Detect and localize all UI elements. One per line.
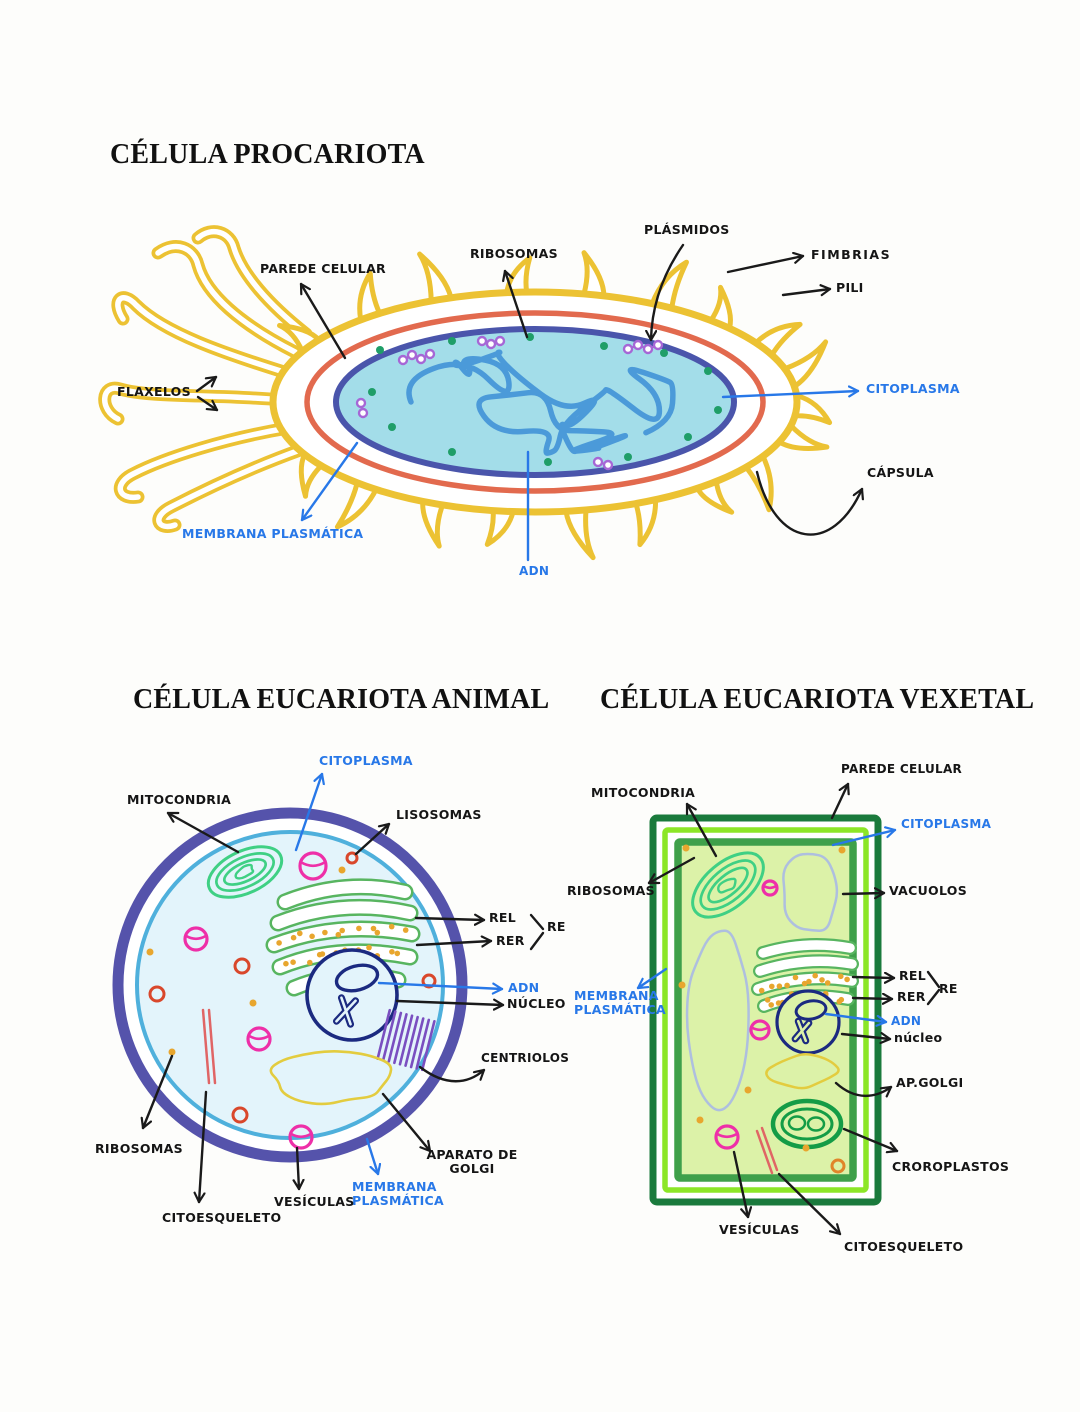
label-animal-vesiculas: VESÍCULAS — [274, 1194, 355, 1209]
label-plant-membrana-plasmatica: MEMBRANA PLASMÁTICA — [574, 988, 666, 1018]
label-animal-ribosomas: RIBOSOMAS — [95, 1141, 183, 1156]
label-animal-aparato-golgi: APARATO DE GOLGI — [426, 1147, 518, 1177]
plant-cell-title: CÉLULA EUCARIOTA VEXETAL — [600, 684, 1035, 715]
label-plant-re: RE — [939, 981, 958, 996]
label-plant-ribosomas: RIBOSOMAS — [567, 883, 655, 898]
label-animal-lisosomas: LISOSOMAS — [396, 807, 482, 822]
label-prok-parede-celular: PAREDE CELULAR — [260, 261, 386, 276]
label-animal-rel: REL — [489, 910, 517, 925]
label-prok-adn: ADN — [519, 564, 550, 578]
label-prok-plasmidos: PLÁSMIDOS — [644, 222, 730, 237]
label-prok-citoplasma: CITOPLASMA — [866, 381, 960, 396]
label-plant-citoplasma: CITOPLASMA — [901, 817, 992, 831]
label-animal-rer: RER — [496, 933, 525, 948]
label-animal-membrana-plasmatica: MEMBRANA PLASMÁTICA — [352, 1179, 444, 1209]
animal-cell-drawing — [112, 807, 468, 1163]
label-prok-pili: PILI — [836, 280, 864, 295]
label-plant-parede-celular: PAREDE CELULAR — [841, 762, 963, 776]
label-animal-adn: ADN — [508, 980, 540, 995]
label-prok-fimbrias: FIMBRIAS — [811, 247, 892, 262]
label-animal-mitocondria: MITOCONDRIA — [127, 792, 232, 807]
prokaryote-cell-drawing — [98, 225, 833, 561]
label-plant-citoesqueleto: CITOESQUELETO — [844, 1239, 964, 1254]
annotation-arrows — [143, 243, 941, 1236]
label-plant-rel: REL — [899, 968, 927, 983]
label-plant-mitocondria: MITOCONDRIA — [591, 785, 696, 800]
label-plant-croroplastos: CROROPLASTOS — [892, 1159, 1010, 1174]
label-plant-ap-golgi: AP.GOLGI — [896, 1075, 964, 1090]
label-animal-centriolos: CENTRIOLOS — [481, 1051, 570, 1065]
label-prok-ribosomas: RIBOSOMAS — [470, 246, 558, 261]
label-prok-capsula: CÁPSULA — [867, 465, 934, 480]
animal-cell-title: CÉLULA EUCARIOTA ANIMAL — [133, 684, 550, 715]
label-animal-nucleo: NÚCLEO — [507, 996, 566, 1011]
label-animal-citoesqueleto: CITOESQUELETO — [162, 1210, 282, 1225]
label-prok-flaxelos: FLAXELOS — [117, 384, 191, 399]
prokaryote-title: CÉLULA PROCARIOTA — [110, 139, 425, 170]
label-prok-membrana-plasmatica: MEMBRANA PLASMÁTICA — [182, 526, 364, 541]
label-plant-rer: RER — [897, 989, 926, 1004]
label-plant-adn: ADN — [891, 1014, 922, 1028]
label-plant-vacuolos: VACUOLOS — [889, 883, 967, 898]
plant-cell-drawing — [649, 814, 882, 1206]
label-plant-nucleo: núcleo — [894, 1030, 943, 1045]
label-animal-citoplasma: CITOPLASMA — [319, 753, 413, 768]
label-plant-vesiculas: VESÍCULAS — [719, 1222, 800, 1237]
label-animal-re: RE — [547, 919, 566, 934]
